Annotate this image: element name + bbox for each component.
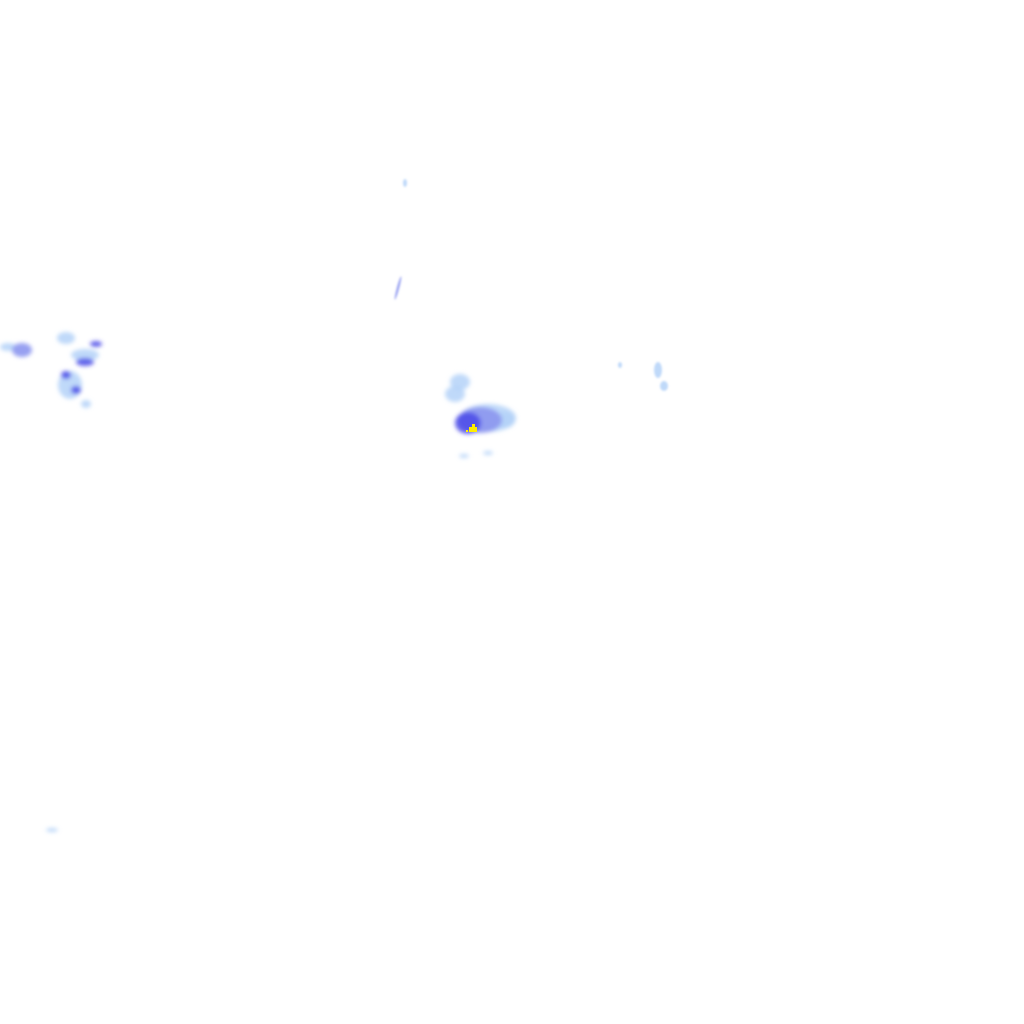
echo-heavy (61, 371, 71, 379)
echo-light (483, 451, 493, 455)
echo-heavy (76, 358, 94, 366)
precipitation-cell-east (394, 179, 668, 391)
echo-light (0, 343, 16, 351)
echo-light (618, 362, 622, 368)
precipitation-cell-west (0, 332, 102, 832)
echo-heavy (71, 386, 81, 394)
echo-heavy (90, 341, 102, 347)
echo-light (403, 179, 407, 187)
echo-light (459, 454, 469, 458)
echo-light (57, 332, 75, 344)
echo-light (445, 386, 465, 402)
echo-light (81, 400, 91, 408)
echo-extreme (472, 424, 475, 427)
precipitation-core-central (466, 424, 477, 432)
echo-medium (12, 343, 32, 357)
echo-light (71, 349, 99, 361)
echo-extreme (469, 427, 477, 432)
echo-light (660, 381, 668, 391)
echo-light (654, 362, 662, 378)
echo-light (46, 828, 58, 832)
echo-extreme (466, 430, 468, 432)
echo-medium (394, 276, 402, 300)
precipitation-cell-central (445, 374, 516, 458)
